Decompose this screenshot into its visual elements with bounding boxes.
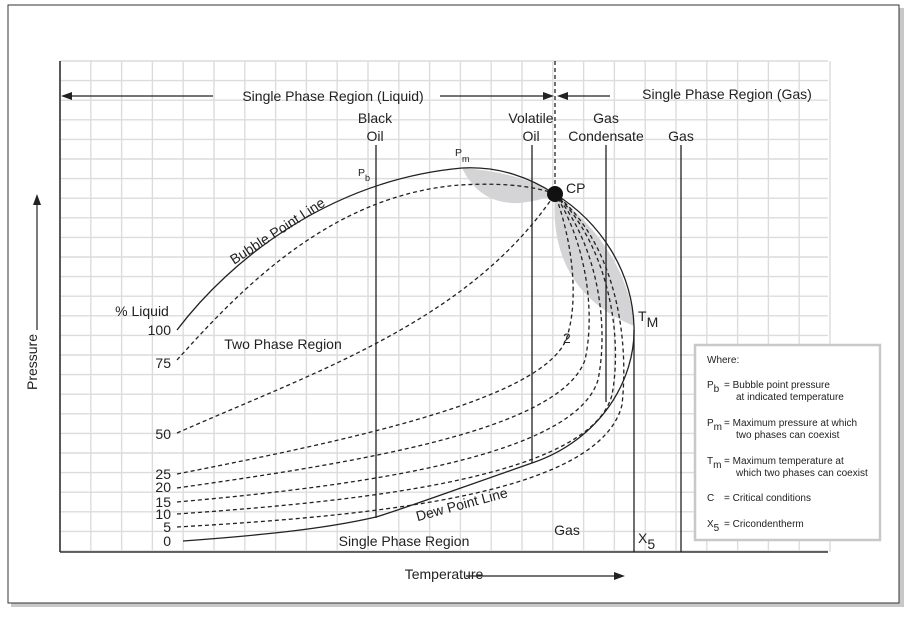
percent-liquid-tick: 50 [155,426,171,442]
quality-line-25 [176,193,574,475]
x5-label: X5 [638,530,655,552]
percent-liquid-tick: 15 [155,494,171,510]
cp-label: CP [566,180,585,196]
quality-line-50 [176,193,556,434]
arrowhead-icon [557,92,568,100]
phase-envelope [176,167,635,542]
black-oil-label-2: Oil [366,128,383,144]
legend-description: which two phases can coexist [735,468,868,479]
arrow-up-icon [33,194,41,205]
percent-liquid-title: % Liquid [115,303,169,319]
quality-line-10 [176,193,617,515]
pm-label: Pm [455,147,470,164]
legend-symbol: X5 [707,519,720,534]
legend-symbol: Pm [707,418,722,433]
tm-label: TM [638,308,658,330]
grid [59,60,831,552]
liquid-region-label: Single Phase Region (Liquid) [242,88,423,104]
quality-line-20 [176,193,590,489]
percent-liquid-tick: 100 [148,322,172,338]
legend-description: = Maximum pressure at which [724,418,857,429]
shaded-area-tm [554,194,634,326]
percent-liquid-tick: 5 [163,519,171,535]
quality-line-5 [176,193,625,528]
gas-label: Gas [668,128,694,144]
legend-description: two phases can coexist [736,430,840,441]
single-phase-region-label: Single Phase Region [339,533,470,549]
quality-line-75 [176,183,556,361]
gas-condensate-label-2: Condensate [568,128,644,144]
legend-symbol: C [707,493,714,504]
volatile-oil-label-1: Volatile [508,110,553,126]
legend-description: at indicated temperature [736,392,844,403]
temperature-axis-label: Temperature [405,566,484,582]
arrowhead-icon [543,92,554,100]
volatile-oil-label-2: Oil [522,128,539,144]
critical-point-marker [547,186,563,202]
legend-description: = Bubble point pressure [724,380,830,391]
legend-box [693,343,882,542]
legend-description: = Cricondentherm [724,519,804,530]
percent-liquid-tick: 75 [155,355,171,371]
quality-2-label: 2 [563,330,571,346]
legend-title: Where: [707,355,739,366]
pressure-axis-label: Pressure [24,334,40,390]
percent-liquid-tick: 0 [163,533,171,549]
legend-symbol: Pb [707,380,720,395]
gas-region-label: Single Phase Region (Gas) [642,86,812,102]
legend-symbol: Tm [707,456,721,471]
arrowhead-icon [61,92,72,100]
pb-label: Pb [358,167,370,183]
legend-description: = Maximum temperature at [724,456,844,467]
arrow-right-icon [614,572,625,580]
legend-description: = Critical conditions [724,493,811,504]
black-oil-label-1: Black [358,110,393,126]
quality-line-15 [176,193,603,503]
two-phase-region-label: Two Phase Region [224,336,342,352]
percent-liquid-tick: 10 [155,506,171,522]
percent-liquid-tick: 20 [155,479,171,495]
gas-condensate-label-1: Gas [593,110,619,126]
gas-region-bottom-label: Gas [554,522,580,538]
percent-liquid-tick: 25 [155,466,171,482]
